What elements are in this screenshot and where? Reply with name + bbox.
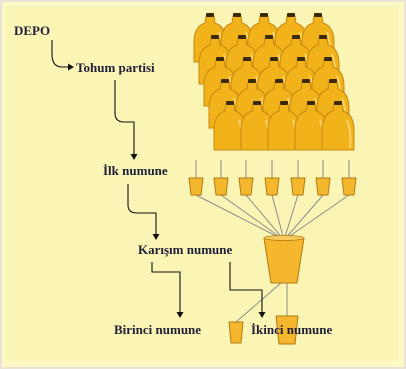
primary-cup bbox=[264, 177, 280, 196]
second-sample-cup bbox=[275, 315, 299, 345]
label-composite-sample: Karışım numune bbox=[138, 242, 233, 257]
primary-cup bbox=[290, 177, 306, 196]
arrow-primary-to-composite bbox=[127, 184, 157, 238]
flow-arrows bbox=[51, 40, 266, 318]
primary-cup bbox=[188, 177, 204, 196]
first-sample-cup bbox=[228, 321, 244, 344]
primary-cup bbox=[315, 177, 331, 196]
connector-lines bbox=[195, 160, 350, 323]
seed-sack bbox=[294, 101, 328, 151]
arrow-composite-to-first bbox=[151, 262, 181, 316]
primary-cup bbox=[213, 177, 229, 196]
seed-sack bbox=[240, 101, 274, 151]
label-primary-sample: İlk numune bbox=[103, 163, 168, 178]
arrow-seed-lot-to-primary bbox=[114, 80, 135, 158]
primary-sample-cups bbox=[188, 177, 357, 345]
arrow-composite-to-second bbox=[229, 262, 263, 316]
seed-lot-sacks bbox=[193, 13, 355, 151]
label-first-sample: Birinci numune bbox=[114, 322, 202, 337]
composite-cup bbox=[263, 237, 305, 284]
arrow-depot-to-seed-lot bbox=[51, 40, 72, 68]
label-depot: DEPO bbox=[14, 23, 51, 38]
label-second-sample: İkinci numune bbox=[251, 322, 333, 337]
label-seed-lot: Tohum partisi bbox=[76, 60, 155, 75]
primary-cup bbox=[238, 177, 254, 196]
primary-cup bbox=[341, 177, 357, 196]
seed-sack bbox=[321, 101, 355, 151]
